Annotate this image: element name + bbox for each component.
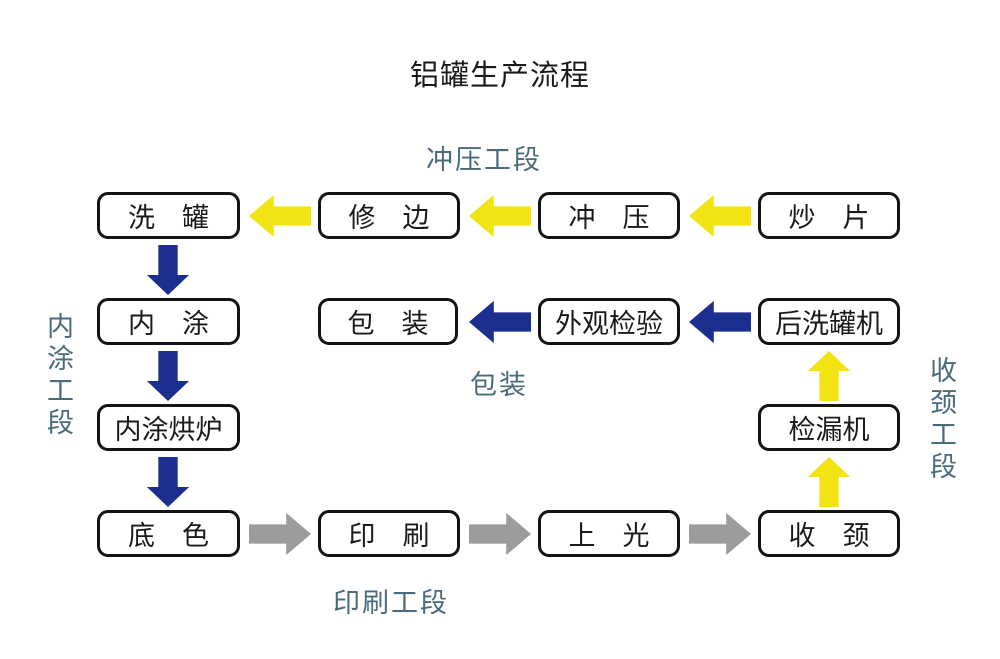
box-label: 底 色 [128,521,209,552]
arrow-neck-to-leak-tester [807,457,851,507]
arrow-base-coat-to-print [249,512,311,556]
process-box-trim: 修 边 [318,192,460,239]
process-box-print: 印 刷 [318,510,460,557]
box-label: 后洗罐机 [775,309,883,340]
process-box-wash-can: 洗 罐 [97,192,240,239]
process-box-stamp: 冲 压 [538,192,680,239]
process-box-leak-tester: 检漏机 [758,404,900,451]
section-label-printing: 印刷工段 [333,588,449,619]
process-box-neck: 收 颈 [758,510,900,557]
box-label: 收 颈 [788,521,870,552]
box-label: 冲 压 [568,203,650,234]
box-label: 修 边 [348,203,430,234]
arrow-trim-to-wash-can [249,194,311,238]
diagram-title: 铝罐生产流程 [409,58,590,92]
section-label-stamping: 冲压工段 [426,145,542,176]
arrow-varnish-to-neck [689,512,751,556]
process-box-inner-coat: 内 涂 [97,298,240,345]
arrow-stamp-to-trim [469,194,531,238]
process-box-fry-sheet: 炒 片 [758,192,900,239]
arrow-inner-coat-to-oven [146,351,190,401]
process-box-post-wash-machine: 后洗罐机 [758,298,900,345]
arrow-oven-to-base-coat [146,457,190,507]
box-label: 内 涂 [128,309,209,340]
process-box-pack: 包 装 [318,298,458,345]
section-label-necking: 收颈工段 [925,356,956,484]
box-label: 包 装 [347,309,429,340]
box-label: 内涂烘炉 [114,415,223,446]
box-label: 上 光 [568,521,650,552]
box-label: 印 刷 [348,521,430,552]
box-label: 洗 罐 [128,203,209,234]
arrow-fry-sheet-to-stamp [689,194,751,238]
process-box-inner-coat-oven: 内涂烘炉 [97,404,240,451]
arrow-wash-can-to-inner-coat [146,245,190,295]
section-label-inner-coating: 内涂工段 [42,312,73,440]
arrow-print-to-varnish [469,512,531,556]
arrow-leak-tester-to-post-wash [807,351,851,401]
arrow-post-wash-to-visual-inspection [689,300,751,344]
process-box-base-coat: 底 色 [97,510,240,557]
section-label-packing: 包装 [470,370,528,401]
process-box-varnish: 上 光 [538,510,680,557]
arrow-visual-inspection-to-pack [469,300,531,344]
box-label: 外观检验 [555,309,663,340]
box-label: 检漏机 [788,415,870,446]
process-box-visual-inspection: 外观检验 [538,298,680,345]
box-label: 炒 片 [788,203,870,234]
